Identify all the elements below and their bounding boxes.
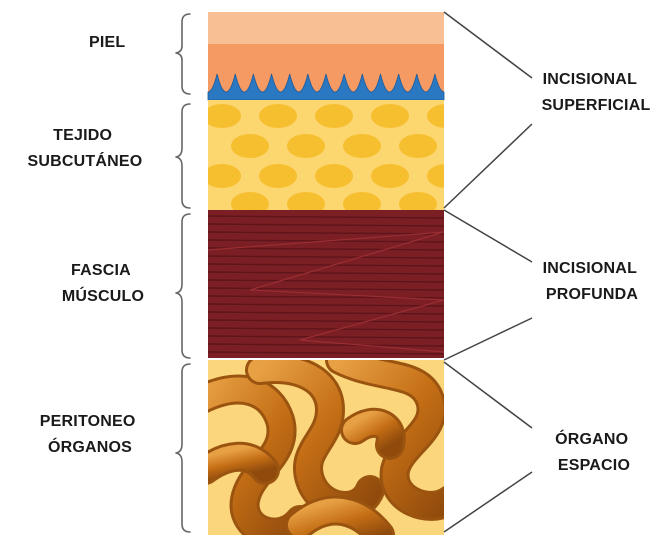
muscle-fiber — [208, 247, 444, 251]
fat-cell — [315, 164, 353, 188]
brace-subcutaneo — [175, 103, 191, 209]
brace-peritoneo — [175, 363, 191, 533]
muscle-fiber — [208, 351, 444, 355]
muscle-layer — [208, 210, 444, 358]
muscle-fiber — [208, 215, 444, 219]
muscle-fiber — [208, 271, 444, 275]
label-organo-espacio: ÓRGANO ESPACIO — [555, 429, 633, 474]
fat-cell — [343, 134, 381, 158]
right-connectors — [443, 11, 533, 533]
fat-cell — [208, 164, 241, 188]
label-subcutaneo: TEJIDO SUBCUTÁNEO — [28, 127, 143, 170]
label-peritoneo: PERITONEO ÓRGANOS — [40, 413, 140, 456]
fat-cell — [399, 134, 437, 158]
fat-cell — [287, 134, 325, 158]
fascia-fold — [208, 231, 444, 353]
fat-cell — [427, 164, 444, 188]
fat-cell — [399, 192, 437, 210]
intestine-loop — [208, 444, 277, 482]
classification-labels: INCISIONAL SUPERFICIAL INCISIONAL PROFUN… — [542, 71, 651, 474]
muscle-fiber — [208, 223, 444, 227]
connector-superficial — [443, 11, 533, 209]
layer-labels: PIEL TEJIDO SUBCUTÁNEO FASCIA MÚSCULO PE… — [28, 34, 144, 456]
label-incisional-profunda: INCISIONAL PROFUNDA — [543, 260, 642, 303]
muscle-fiber — [208, 287, 444, 291]
subcutaneous-layer — [208, 100, 444, 210]
muscle-fiber — [208, 263, 444, 267]
intestine-loop — [328, 360, 444, 518]
muscle-fiber — [208, 335, 444, 339]
fat-cell — [208, 104, 241, 128]
muscle-fiber — [208, 327, 444, 331]
intestine-loop — [343, 410, 403, 457]
fat-cell — [231, 134, 269, 158]
fat-cell — [427, 104, 444, 128]
fat-cell — [259, 164, 297, 188]
fat-cell — [343, 192, 381, 210]
muscle-fiber — [208, 303, 444, 307]
muscle-fiber — [208, 343, 444, 347]
fat-cell — [371, 164, 409, 188]
muscle-fiber — [208, 319, 444, 323]
fat-cell — [231, 192, 269, 210]
muscle-fiber — [208, 311, 444, 315]
organ-layer — [208, 360, 444, 535]
brace-fascia — [175, 213, 191, 359]
muscle-fibers — [208, 215, 444, 355]
fat-cells — [208, 104, 444, 210]
label-incisional-superficial: INCISIONAL SUPERFICIAL — [542, 71, 651, 114]
intestine-loops — [208, 360, 444, 535]
label-fascia: FASCIA MÚSCULO — [62, 262, 144, 305]
intestine-loop — [288, 498, 392, 535]
connector-organo — [443, 361, 533, 533]
fat-cell — [371, 104, 409, 128]
skin-layer — [207, 12, 445, 101]
epidermis-top — [208, 12, 444, 44]
label-piel: PIEL — [89, 34, 125, 51]
left-braces — [175, 13, 191, 533]
muscle-fiber — [208, 231, 444, 235]
fat-cell — [315, 104, 353, 128]
brace-piel — [175, 13, 191, 95]
dermal-papillae — [207, 73, 445, 101]
fat-cell — [259, 104, 297, 128]
connector-profunda — [443, 209, 533, 361]
fat-cell — [287, 192, 325, 210]
muscle-fiber — [208, 279, 444, 283]
muscle-fiber — [208, 255, 444, 259]
